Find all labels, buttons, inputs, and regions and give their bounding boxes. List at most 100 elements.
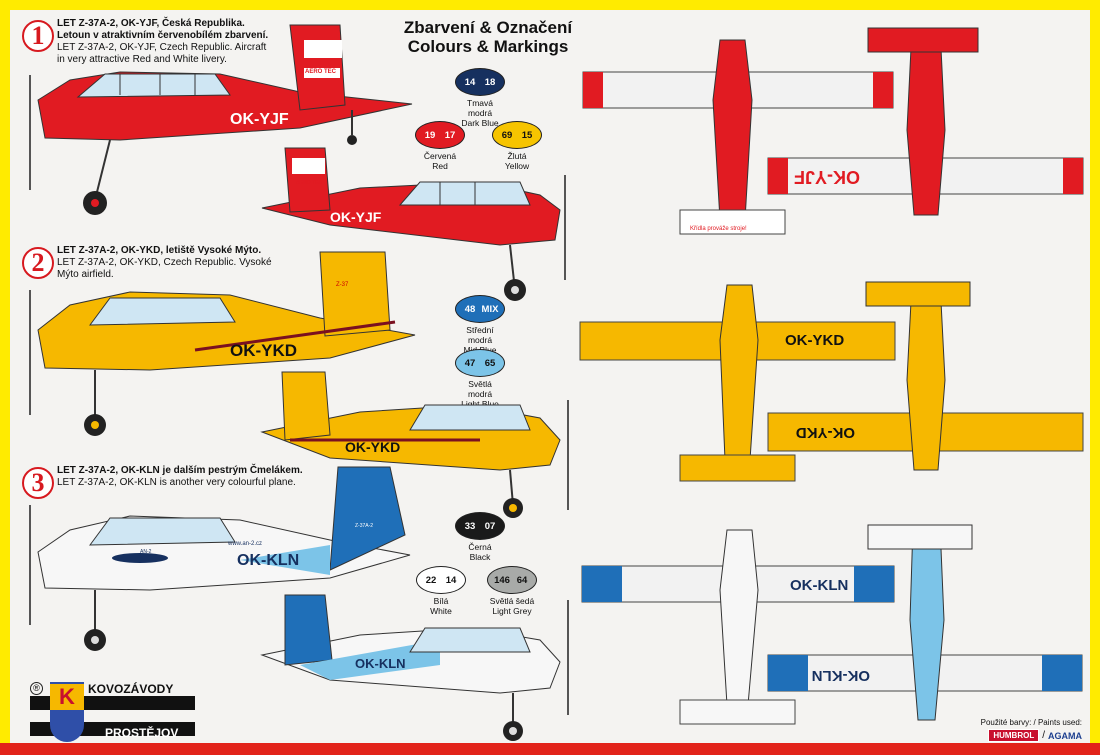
paint-brand-logos: HUMBROL / AGAMA <box>950 729 1082 742</box>
humbrol-code: 19 <box>424 129 436 141</box>
registration-ok-ykd: OK-YKD <box>230 341 297 360</box>
aircraft-1-right-profile: OK-YJF AERO TEC <box>261 147 566 301</box>
paints-used: Použité barvy: / Paints used: HUMBROL / … <box>950 718 1082 742</box>
colour-name-cz: Světlá šedá <box>489 596 535 606</box>
registration-ok-kln: OK-KLN <box>237 552 299 569</box>
registration-ok-kln-top: OK-KLN <box>790 577 848 594</box>
swatch-oval: 22 14 <box>416 566 466 594</box>
scheme-1-english-line1: LET Z-37A-2, OK-YJF, Czech Republic. Air… <box>57 42 267 53</box>
scheme-number-3: 3 <box>22 467 54 499</box>
scheme-1-czech-title: LET Z-37A-2, OK-YJF, Česká Republika. <box>57 18 245 29</box>
registered-mark: ® <box>30 682 43 695</box>
colour-name-cz: Bílá <box>433 596 449 606</box>
agama-code: MIX <box>481 303 499 315</box>
logo-k-badge: K <box>50 684 84 710</box>
colour-name-cz: Žlutá <box>507 151 527 161</box>
colour-name-en: Light Blue <box>461 399 499 409</box>
registration-ok-yjf-right: OK-YJF <box>330 209 382 225</box>
swatch-oval: 146 64 <box>487 566 537 594</box>
scheme-2-english-line2: Mýto airfield. <box>57 269 114 280</box>
aircraft-1-left-profile: OK-YJF AERO TEC <box>29 24 413 215</box>
swatch-oval: 33 07 <box>455 512 505 540</box>
logo-text-line1: KOVOZÁVODY <box>88 682 174 696</box>
colour-name-en: Black <box>469 552 491 562</box>
yellow-frame-left <box>0 0 10 755</box>
scheme-3-czech-title: LET Z-37A-2, OK-KLN je dalším pestrým Čm… <box>57 465 303 476</box>
scheme-1-czech-subtitle: Letoun v atraktivním červenobílém zbarve… <box>57 30 269 41</box>
z37-marking: Z-37 <box>336 282 349 288</box>
colour-name-en: Red <box>432 161 448 171</box>
colour-name-cz: Červená <box>423 151 457 161</box>
scheme-2-czech-title: LET Z-37A-2, OK-YKD, letiště Vysoké Mýto… <box>57 245 262 256</box>
aero-tec-logo-small: AERO TEC <box>296 180 322 186</box>
agama-logo: AGAMA <box>1048 730 1082 741</box>
yellow-frame-top <box>0 0 1100 10</box>
slash-separator: / <box>1042 730 1045 741</box>
humbrol-code: 47 <box>464 357 476 369</box>
humbrol-code: 22 <box>425 574 437 586</box>
agama-code: 65 <box>484 357 496 369</box>
humbrol-code: 146 <box>494 574 510 586</box>
heading-english: Colours & Markings <box>407 37 569 56</box>
yellow-frame-right <box>1090 0 1100 755</box>
colours-markings-heading: Zbarvení & Označení Colours & Markings <box>378 18 598 56</box>
aircraft-2-left-profile: OK-YKD Z-37 <box>29 251 416 436</box>
wing-walk-warning: Křídla prováže stroje! <box>690 226 747 232</box>
heading-czech: Zbarvení & Označení <box>403 18 573 37</box>
humbrol-code: 69 <box>501 129 513 141</box>
registration-ok-kln-bottom: OK-KLN <box>812 667 870 684</box>
colour-name-cz: Černá <box>468 542 492 552</box>
an2-marking: AN-2 <box>140 549 152 555</box>
scheme-number-2: 2 <box>22 247 54 279</box>
humbrol-code: 33 <box>464 520 476 532</box>
agama-code: 64 <box>516 574 528 586</box>
scheme-3-english-line1: LET Z-37A-2, OK-KLN is another very colo… <box>57 477 296 488</box>
website-marking: www.an-2.cz <box>227 541 262 547</box>
humbrol-code: 14 <box>464 76 476 88</box>
aircraft-3-right-profile: OK-KLN <box>260 594 569 741</box>
agama-code: 07 <box>484 520 496 532</box>
scheme-1-english-line2: in very attractive Red and White livery. <box>57 54 227 65</box>
aero-tec-logo: AERO TEC <box>305 69 337 75</box>
colour-name-en: Dark Blue <box>461 118 499 128</box>
aircraft-2-right-profile: OK-YKD <box>260 371 569 518</box>
tail-code: Z-37A-2 <box>355 523 373 529</box>
kovozavody-prostejov-logo: ® K KOVOZÁVODY PROSTĚJOV <box>30 682 195 744</box>
agama-code: 14 <box>445 574 457 586</box>
agama-code: 18 <box>484 76 496 88</box>
red-frame-bottom <box>0 743 1100 755</box>
agama-code: 17 <box>444 129 456 141</box>
colour-name-en: Light Grey <box>492 606 532 616</box>
logo-text-line2: PROSTĚJOV <box>105 726 179 740</box>
aircraft-2-top-view: OK-YKD <box>579 284 896 482</box>
swatch-oval: 47 65 <box>455 349 505 377</box>
scheme-number-1: 1 <box>22 20 54 52</box>
colour-name-en: White <box>430 606 452 616</box>
humbrol-logo: HUMBROL <box>988 729 1040 742</box>
colour-name-cz: Světlá modrá <box>467 379 493 399</box>
paints-used-label: Použité barvy: / Paints used: <box>980 718 1082 727</box>
humbrol-code: 48 <box>464 303 476 315</box>
aircraft-3-top-view: OK-KLN <box>581 529 895 725</box>
registration-ok-ykd-bottom: OK-YKD <box>796 424 855 441</box>
colour-name-cz: Tmavá modrá <box>467 98 493 118</box>
aircraft-1-top-view: Křídla prováže stroje! <box>582 39 894 235</box>
